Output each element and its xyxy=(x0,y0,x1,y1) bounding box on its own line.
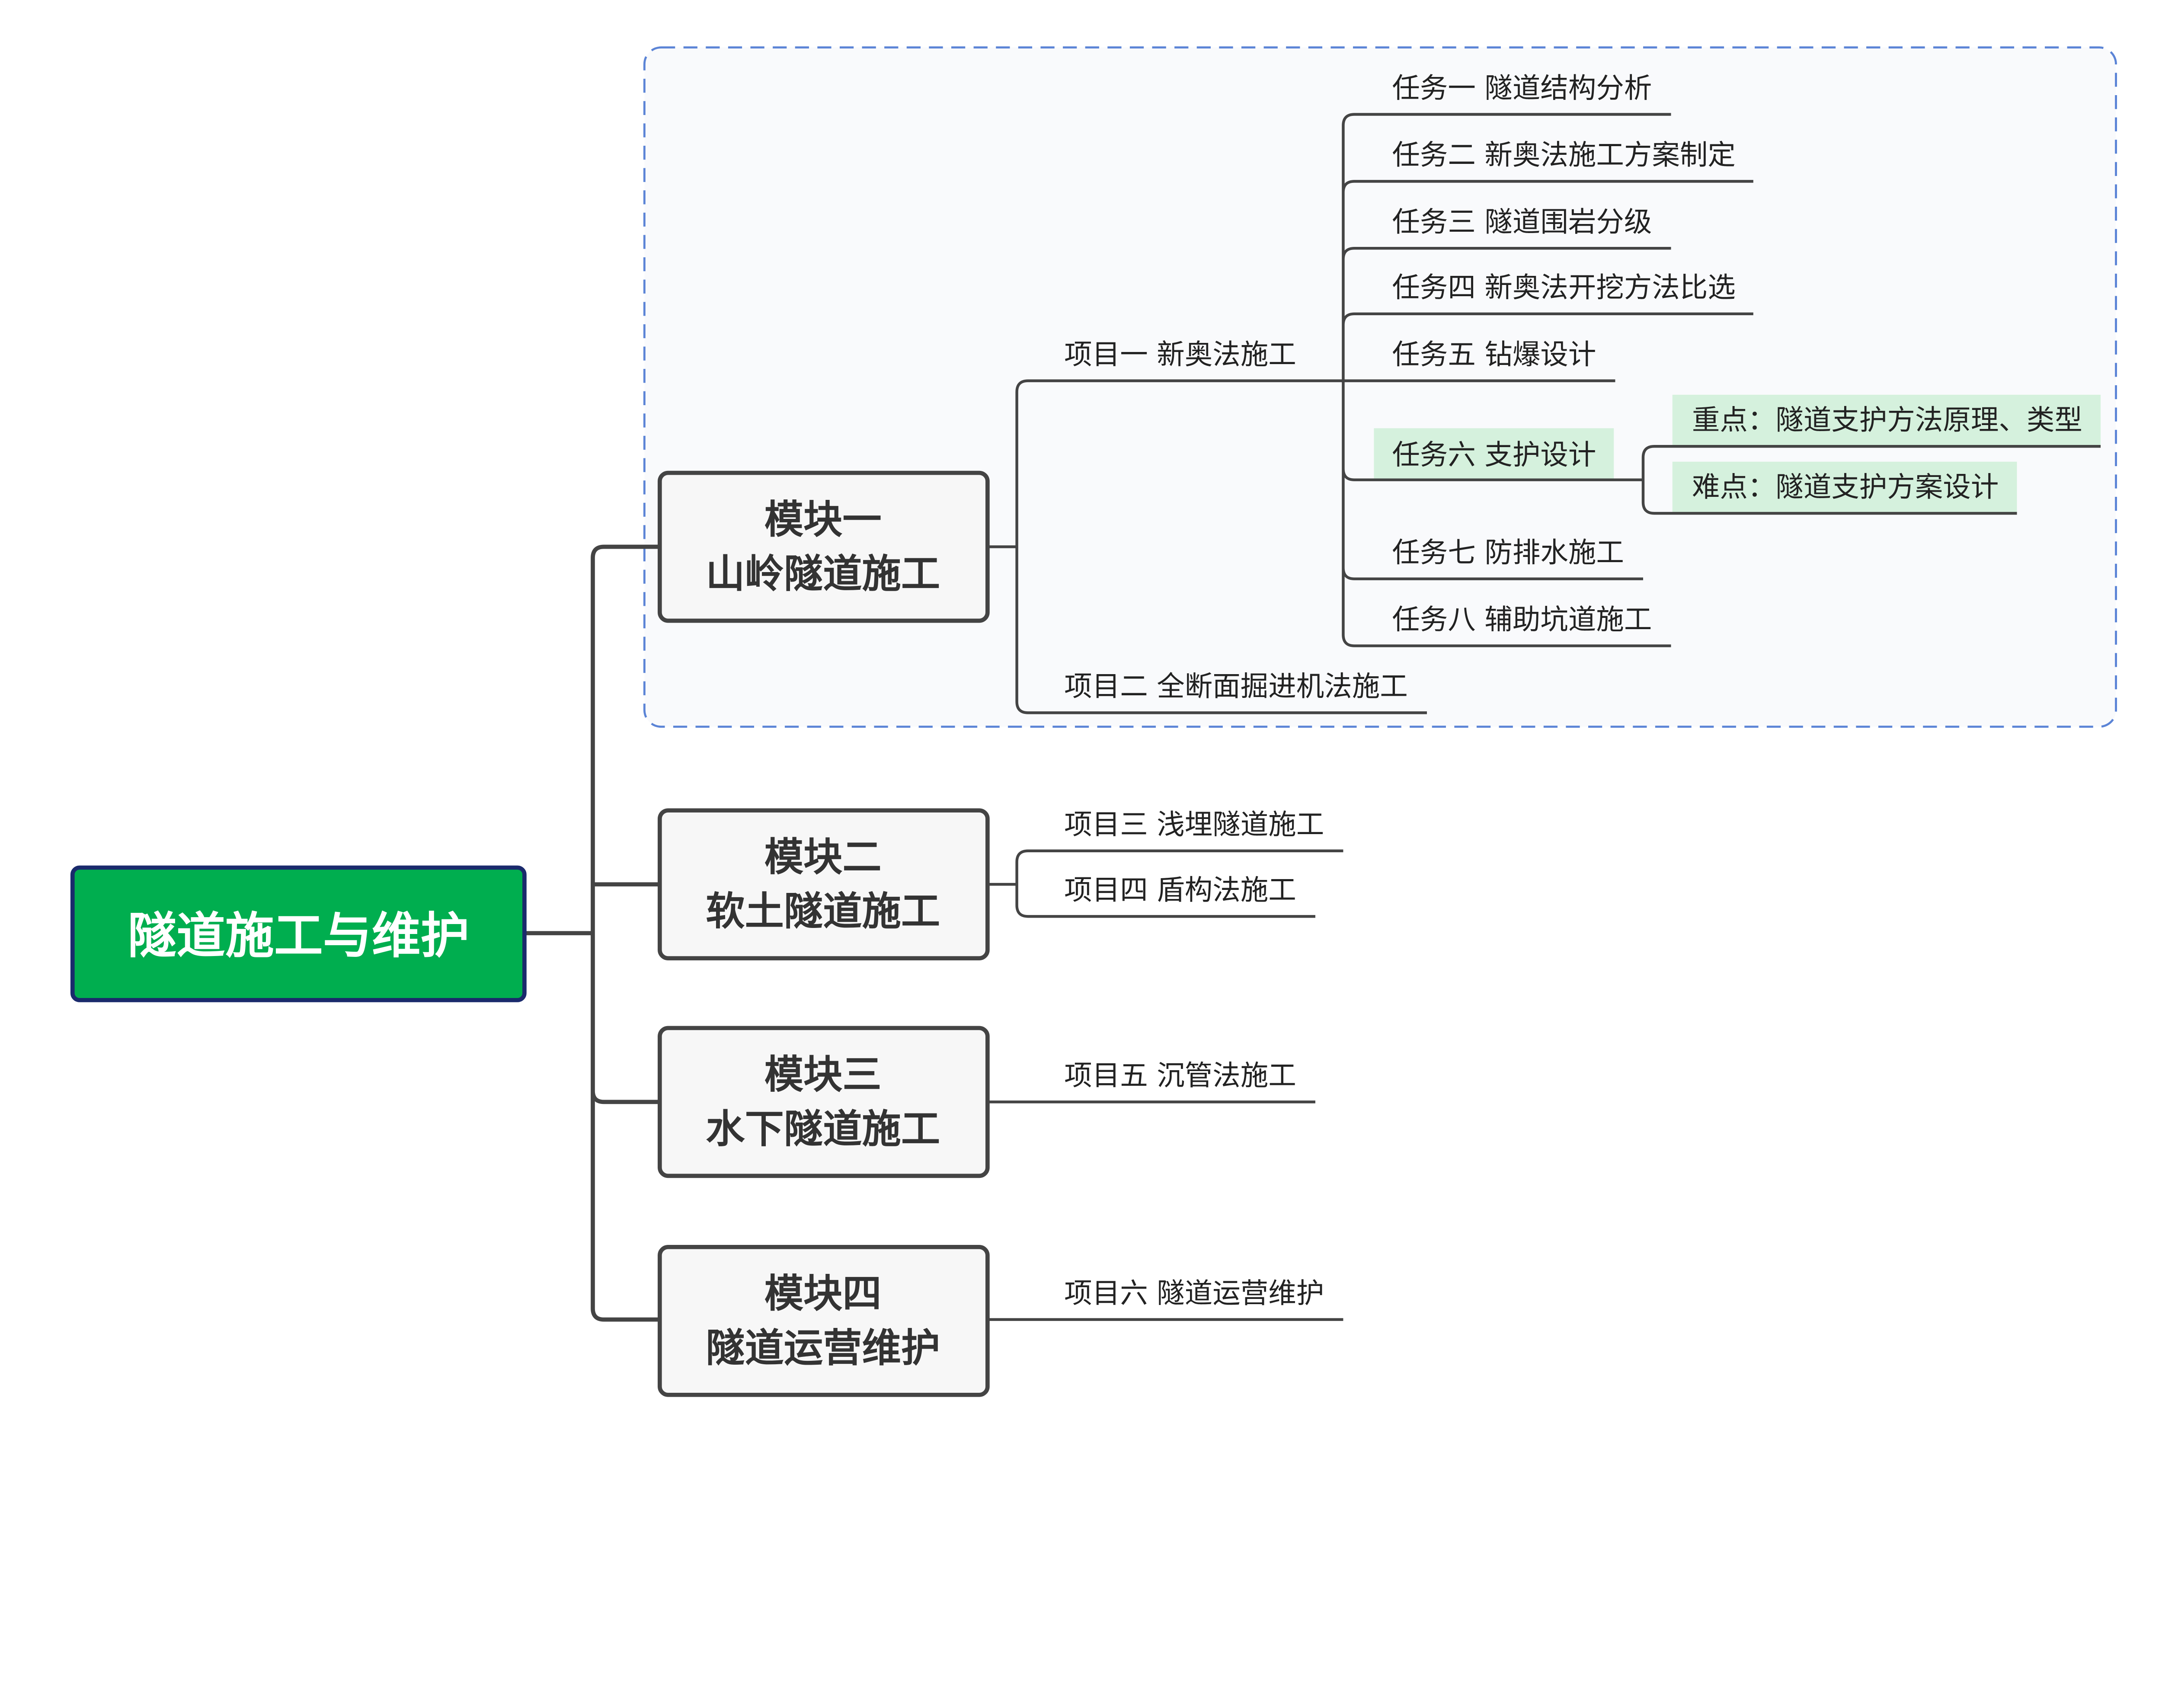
task-node-3[interactable]: 任务三 隧道围岩分级 xyxy=(1392,206,1652,238)
task-node-5[interactable]: 任务五 钻爆设计 xyxy=(1392,339,1596,371)
module-title: 模块三 xyxy=(764,1052,882,1097)
note2-highlight xyxy=(1672,461,2017,514)
task-node-4[interactable]: 任务四 新奥法开挖方法比选 xyxy=(1392,272,1736,304)
note1-highlight xyxy=(1672,394,2101,447)
module-title: 模块二 xyxy=(764,835,882,880)
module-subtitle: 隧道运营维护 xyxy=(706,1325,940,1371)
task-node-1[interactable]: 任务一 隧道结构分析 xyxy=(1392,72,1652,105)
project-node-3[interactable]: 项目三 浅埋隧道施工 xyxy=(1064,809,1324,841)
module-subtitle: 软土隧道施工 xyxy=(706,889,940,934)
project-node-6[interactable]: 项目六 隧道运营维护 xyxy=(1064,1277,1324,1310)
difficulty-note[interactable]: 难点：隧道支护方案设计 xyxy=(1692,471,1999,503)
module-title: 模块一 xyxy=(764,497,882,542)
boundary-module-1 xyxy=(643,46,2117,728)
key-point-note[interactable]: 重点：隧道支护方法原理、类型 xyxy=(1692,404,2082,437)
module-node-4[interactable]: 模块四 隧道运营维护 xyxy=(657,1245,990,1397)
project-node-2[interactable]: 项目二 全断面掘进机法施工 xyxy=(1064,671,1408,703)
task6-highlight xyxy=(1374,428,1614,479)
project-node-5[interactable]: 项目五 沉管法施工 xyxy=(1064,1060,1296,1092)
module-node-2[interactable]: 模块二 软土隧道施工 xyxy=(657,808,990,960)
task-node-2[interactable]: 任务二 新奥法施工方案制定 xyxy=(1392,139,1736,172)
module-node-3[interactable]: 模块三 水下隧道施工 xyxy=(657,1026,990,1178)
module-node-1[interactable]: 模块一 山岭隧道施工 xyxy=(657,470,990,623)
task-node-6[interactable]: 任务六 支护设计 xyxy=(1392,439,1596,471)
module-subtitle: 山岭隧道施工 xyxy=(706,551,940,597)
module-subtitle: 水下隧道施工 xyxy=(706,1107,940,1152)
connector-task-6 xyxy=(1641,445,2101,515)
connector-module-1 xyxy=(987,379,1615,714)
task-node-7[interactable]: 任务七 防排水施工 xyxy=(1392,537,1624,569)
project-node-4[interactable]: 项目四 盾构法施工 xyxy=(1064,874,1296,907)
mind-map: 隧道施工与维护 模块一 山岭隧道施工 模块二 软土隧道施工 模块三 水下隧道施工… xyxy=(70,46,2117,1397)
module-title: 模块四 xyxy=(764,1271,882,1317)
root-node[interactable]: 隧道施工与维护 xyxy=(70,865,527,1002)
connector-project-1 xyxy=(1342,113,1753,647)
connector-root xyxy=(524,544,660,1322)
connector-module-2 xyxy=(987,849,1343,918)
task-node-8[interactable]: 任务八 辅助坑道施工 xyxy=(1392,604,1652,636)
project-node-1[interactable]: 项目一 新奥法施工 xyxy=(1064,339,1296,371)
root-label: 隧道施工与维护 xyxy=(128,907,469,964)
